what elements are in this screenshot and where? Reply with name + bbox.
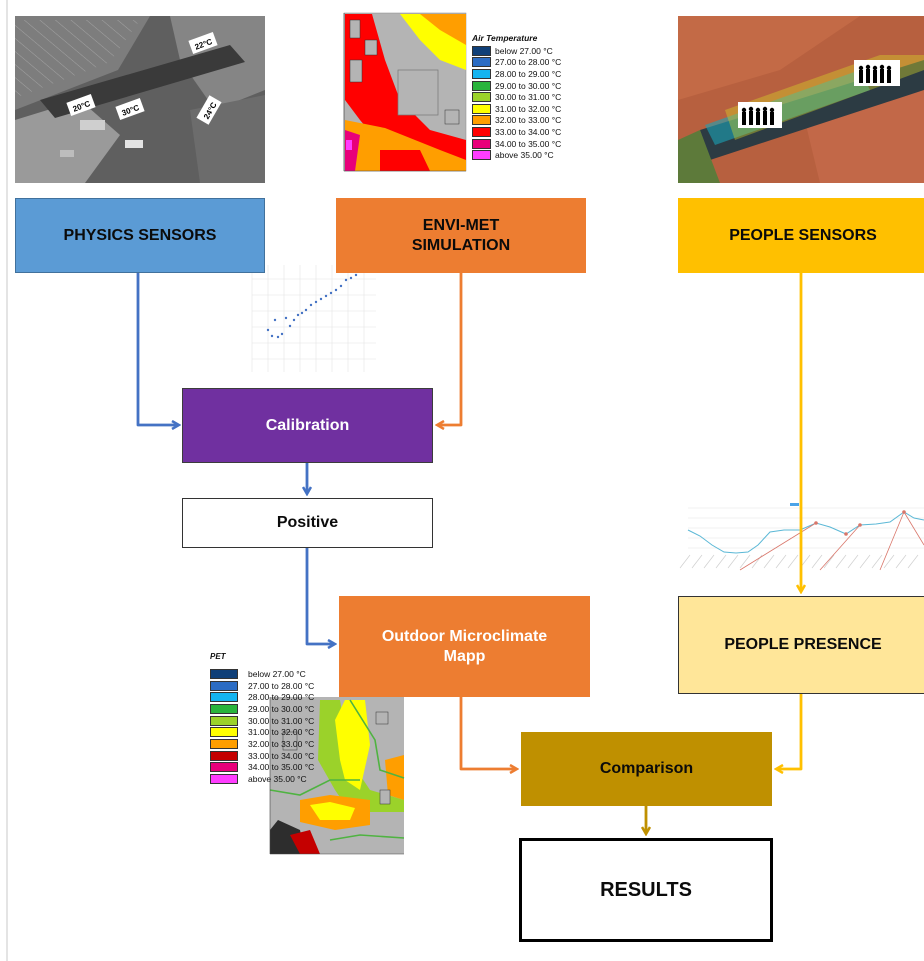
comparison-box: Comparison — [521, 732, 772, 806]
legend-swatch — [472, 45, 491, 56]
pet-legend-item: 33.00 to 34.00 °C — [210, 750, 330, 762]
legend-swatch — [472, 138, 491, 149]
air-legend-item: 30.00 to 31.00 °C — [472, 91, 587, 103]
legend-swatch — [472, 103, 491, 114]
legend-label: 27.00 to 28.00 °C — [248, 680, 315, 691]
pet-legend-item: 32.00 to 33.00 °C — [210, 738, 330, 750]
legend-label: 34.00 to 35.00 °C — [495, 138, 562, 149]
people-presence-box: PEOPLE PRESENCE — [678, 596, 924, 694]
legend-label: 33.00 to 34.00 °C — [248, 750, 315, 761]
calibration-label: Calibration — [265, 416, 350, 434]
pet-title: PET — [210, 652, 226, 661]
arrow-positive-to-outdoor-map — [305, 548, 334, 644]
air-legend-item: 34.00 to 35.00 °C — [472, 138, 587, 150]
arrow-outdoor-map-to-comparison — [459, 697, 516, 769]
legend-label: below 27.00 °C — [248, 668, 306, 679]
pet-legend-item: 27.00 to 28.00 °C — [210, 680, 330, 692]
legend-label: 33.00 to 34.00 °C — [495, 126, 562, 137]
people-sensors-label: PEOPLE SENSORS — [729, 226, 877, 244]
legend-swatch — [210, 774, 238, 785]
legend-label: below 27.00 °C — [495, 45, 553, 56]
legend-swatch — [210, 750, 238, 761]
legend-label: 28.00 to 29.00 °C — [248, 692, 315, 703]
legend-label: 29.00 to 30.00 °C — [248, 703, 315, 714]
legend-label: above 35.00 °C — [248, 774, 307, 785]
air-legend-item: 31.00 to 32.00 °C — [472, 103, 587, 115]
legend-swatch — [210, 692, 238, 703]
pet-legend-item: 31.00 to 32.00 °C — [210, 726, 330, 738]
envimet-label-line2: SIMULATION — [411, 236, 511, 254]
outdoor-label-line2: Mapp — [443, 647, 486, 665]
physics-sensors-label: PHYSICS SENSORS — [63, 226, 217, 244]
legend-label: 28.00 to 29.00 °C — [495, 68, 562, 79]
legend-swatch — [210, 680, 238, 691]
legend-label: 32.00 to 33.00 °C — [495, 115, 562, 126]
results-box: RESULTS — [519, 838, 773, 942]
legend-swatch — [472, 68, 491, 79]
air-legend-item: 33.00 to 34.00 °C — [472, 126, 587, 138]
arrow-envimet-to-calibration — [438, 273, 463, 425]
arrow-physics-to-calibration — [136, 273, 178, 425]
people-sensors-box: PEOPLE SENSORS — [678, 198, 924, 273]
positive-box: Positive — [182, 498, 433, 548]
legend-swatch — [210, 762, 238, 773]
air-legend-item: above 35.00 °C — [472, 149, 587, 161]
people-presence-label: PEOPLE PRESENCE — [724, 636, 882, 653]
air-legend-item: 29.00 to 30.00 °C — [472, 80, 587, 92]
comparison-label: Comparison — [599, 760, 694, 777]
pet-legend-item: 34.00 to 35.00 °C — [210, 762, 330, 774]
flow-arrows — [136, 273, 803, 833]
legend-swatch — [472, 115, 491, 126]
legend-swatch — [472, 150, 491, 161]
pet-legend-item: 30.00 to 31.00 °C — [210, 715, 330, 727]
legend-swatch — [472, 126, 491, 137]
legend-label: 31.00 to 32.00 °C — [495, 103, 562, 114]
air-legend-item: 27.00 to 28.00 °C — [472, 57, 587, 69]
legend-swatch — [210, 703, 238, 714]
legend-label: 30.00 to 31.00 °C — [248, 715, 315, 726]
legend-swatch — [472, 92, 491, 103]
arrow-presence-to-comparison — [777, 694, 803, 769]
pet-legend-item: above 35.00 °C — [210, 773, 330, 785]
physics-sensors-box: PHYSICS SENSORS — [15, 198, 265, 273]
legend-swatch — [210, 715, 238, 726]
legend-label: 29.00 to 30.00 °C — [495, 80, 562, 91]
results-label: RESULTS — [600, 878, 692, 901]
legend-swatch — [210, 738, 238, 749]
legend-swatch — [210, 668, 238, 679]
legend-swatch — [472, 57, 491, 68]
envimet-simulation-box: ENVI-MET SIMULATION — [336, 198, 586, 273]
air-legend-item: 28.00 to 29.00 °C — [472, 68, 587, 80]
pet-legend-item: below 27.00 °C — [210, 668, 330, 680]
outdoor-label-line1: Outdoor Microclimate — [381, 627, 548, 645]
legend-label: 34.00 to 35.00 °C — [248, 762, 315, 773]
positive-label: Positive — [276, 514, 339, 531]
aerial-sensor-photo: 22°C 20°C 30°C 24°C — [15, 16, 265, 183]
legend-swatch — [472, 80, 491, 91]
pet-legend-item: 29.00 to 30.00 °C — [210, 703, 330, 715]
calibration-box: Calibration — [182, 388, 433, 463]
legend-swatch — [210, 727, 238, 738]
pet-map — [268, 697, 405, 862]
crowd-aerial-photo — [678, 16, 924, 183]
legend-label: 31.00 to 32.00 °C — [248, 727, 315, 738]
air-legend-item: below 27.00 °C — [472, 45, 587, 57]
legend-label: 32.00 to 33.00 °C — [248, 738, 315, 749]
envimet-label-line1: ENVI-MET — [422, 216, 500, 234]
legend-label: 27.00 to 28.00 °C — [495, 57, 562, 68]
air-legend-item: 32.00 to 33.00 °C — [472, 115, 587, 127]
outdoor-microclimate-box: Outdoor Microclimate Mapp — [339, 596, 590, 697]
pet-legend-item: 28.00 to 29.00 °C — [210, 691, 330, 703]
air-temperature-title: Air Temperature — [472, 33, 538, 43]
legend-label: 30.00 to 31.00 °C — [495, 92, 562, 103]
legend-label: above 35.00 °C — [495, 150, 554, 161]
air-temperature-map — [325, 8, 587, 184]
calibration-scatter-plot — [235, 258, 378, 384]
